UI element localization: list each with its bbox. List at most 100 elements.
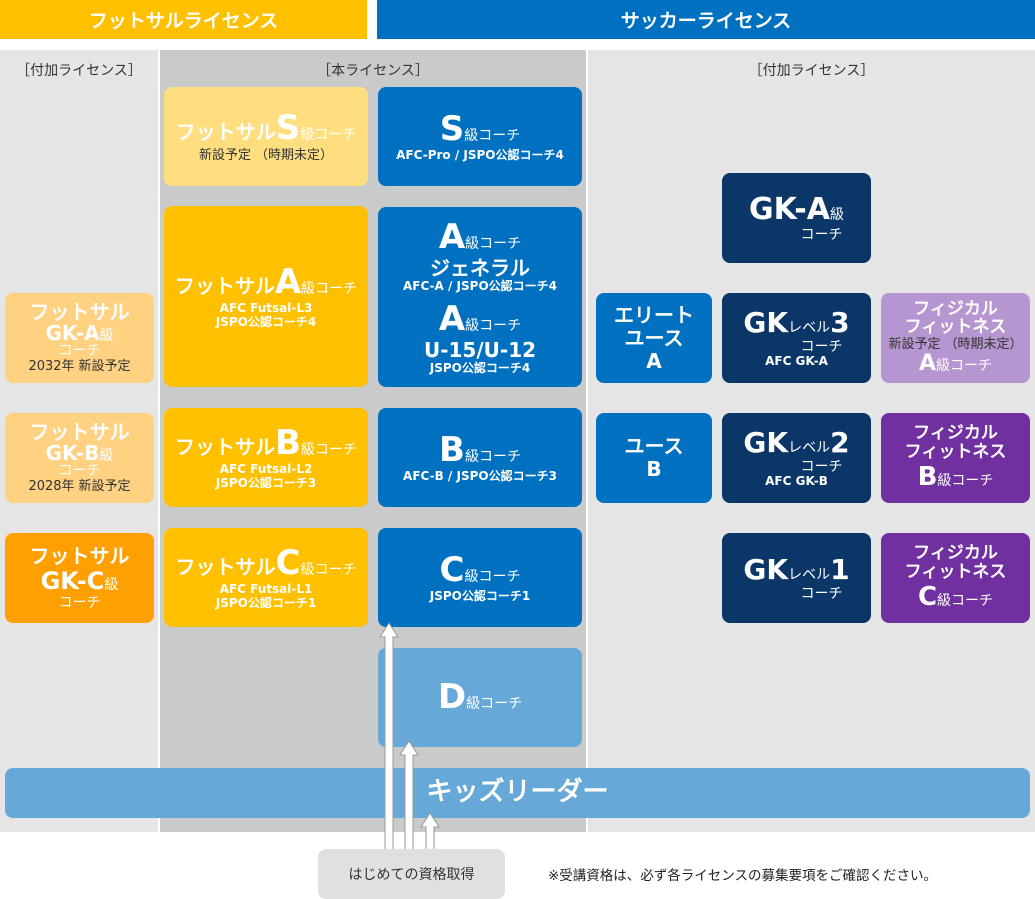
grade: C (439, 550, 465, 591)
label: 級 (99, 447, 114, 464)
equivalent: JSPO公認コーチ1 (215, 596, 317, 611)
equivalent: AFC GK-B (765, 474, 828, 489)
gk-level-2-coach[interactable]: GKレベル2 コーチ AFC GK-B (722, 413, 871, 503)
label: 級コーチ (936, 358, 993, 375)
grade: C (917, 581, 938, 612)
grade: S (275, 108, 301, 149)
label: 級コーチ (301, 281, 358, 298)
label: フィットネス (904, 442, 1007, 463)
grade: S (439, 109, 465, 150)
planned-note: 2032年新設予定 (28, 358, 131, 374)
d-coach[interactable]: D級コーチ (378, 648, 582, 747)
soccer-license-tab: サッカーライセンス (377, 0, 1035, 39)
label: 級コーチ (464, 449, 521, 466)
equivalent: AFC GK-A (765, 354, 828, 369)
b-coach[interactable]: B級コーチ AFC-B / JSPO公認コーチ3 (378, 408, 582, 507)
futsal-gk-c-coach[interactable]: フットサル GK-C級 コーチ (5, 533, 154, 623)
label: 級 (829, 206, 844, 223)
equivalent: JSPO公認コーチ4 (215, 315, 317, 330)
label: フィジカル (913, 422, 998, 443)
label: フットサル (29, 419, 130, 444)
label: ユース (624, 434, 684, 458)
label: フットサル (175, 435, 276, 460)
planned-note: 新設予定（時期未定） (198, 148, 334, 164)
c-coach[interactable]: C級コーチ JSPO公認コーチ1 (378, 528, 582, 627)
label: フィジカル (913, 298, 998, 319)
grade: A (274, 262, 302, 303)
arrow-up-icon (379, 622, 399, 851)
label: 級コーチ (465, 318, 522, 334)
column-header: ［本ライセンス］ (317, 63, 429, 79)
grade: B (646, 457, 662, 481)
label: レベル (788, 319, 831, 336)
label: コーチ (58, 462, 101, 479)
label: GK (743, 552, 789, 586)
label: フットサル (174, 274, 275, 299)
label: 級 (99, 327, 114, 344)
equivalent: AFC-Pro / JSPO公認コーチ4 (396, 148, 564, 163)
grade: B (275, 423, 301, 464)
label: レベル (788, 566, 831, 583)
label: 級コーチ (937, 472, 994, 489)
equivalent: AFC Futsal-L3 (219, 301, 313, 316)
equivalent: AFC Futsal-L2 (219, 462, 313, 477)
label: コーチ (800, 227, 843, 244)
label: 級コーチ (464, 569, 521, 586)
equivalent: AFC Futsal-L1 (219, 582, 313, 597)
grade: A (438, 299, 466, 339)
planned-note: 新設予定（時期未定） (888, 336, 1023, 352)
label: コーチ (800, 459, 843, 476)
label: フットサル (29, 543, 130, 568)
grade: GK-B (45, 440, 100, 465)
grade: 2 (830, 425, 850, 459)
grade: B (439, 430, 465, 471)
physical-fitness-c-coach[interactable]: フィジカルフィットネス C級コーチ (881, 533, 1030, 623)
grade: C (275, 543, 301, 584)
planned-note: 2028年新設予定 (28, 478, 131, 494)
kids-leader[interactable]: キッズリーダー (5, 768, 1030, 818)
label: GK (743, 425, 789, 459)
label: フットサル (175, 555, 276, 580)
label: 級コーチ (465, 236, 522, 253)
gk-level-1-coach[interactable]: GKレベル1 コーチ (722, 533, 871, 623)
arrow-up-icon (399, 740, 419, 851)
label: 級コーチ (300, 442, 357, 459)
label: コーチ (58, 342, 101, 359)
futsal-license-tab: フットサルライセンス (0, 0, 367, 39)
s-coach[interactable]: S級コーチ AFC-Pro / JSPO公認コーチ4 (378, 87, 582, 186)
eligibility-note: ※受講資格は、必ず各ライセンスの募集要項をご確認ください。 (548, 868, 938, 884)
equivalent: JSPO公認コーチ3 (215, 476, 317, 491)
grade: GK-A (749, 191, 830, 227)
gk-level-3-coach[interactable]: GKレベル3 コーチ AFC GK-A (722, 293, 871, 383)
label: フットサル (175, 120, 276, 145)
grade: B (917, 461, 938, 492)
gk-a-coach[interactable]: GK-A級 コーチ (722, 173, 871, 263)
physical-fitness-a-coach[interactable]: フィジカルフィットネス 新設予定（時期未定） A級コーチ (881, 293, 1030, 383)
equivalent: JSPO公認コーチ1 (429, 589, 531, 604)
first-qualification-button[interactable]: はじめての資格取得 (318, 849, 505, 899)
grade: 1 (830, 552, 850, 586)
physical-fitness-b-coach[interactable]: フィジカルフィットネス B級コーチ (881, 413, 1030, 503)
column-header: ［付加ライセンス］ (748, 63, 875, 79)
futsal-gk-b-coach[interactable]: フットサル GK-B級 コーチ 2028年新設予定 (5, 413, 154, 503)
futsal-gk-a-coach[interactable]: フットサル GK-A級 コーチ 2032年新設予定 (5, 293, 154, 383)
label: GK (743, 305, 789, 339)
label: 級コーチ (300, 127, 357, 144)
a-coach[interactable]: A級コーチ ジェネラル AFC-A / JSPO公認コーチ4 A級コーチ U-1… (378, 207, 582, 387)
label: 級コーチ (937, 592, 994, 609)
arrow-up-icon (420, 812, 440, 851)
futsal-s-coach[interactable]: フットサルS級コーチ 新設予定（時期未定） (164, 87, 368, 186)
label: コーチ (800, 586, 843, 603)
label: エリート (614, 302, 694, 327)
label: フィジカル (913, 542, 998, 563)
grade: A (646, 348, 662, 373)
equivalent: AFC-A / JSPO公認コーチ4 (402, 279, 558, 294)
column-header: ［付加ライセンス］ (16, 63, 142, 79)
label: フィットネス (904, 316, 1007, 337)
equivalent: AFC-B / JSPO公認コーチ3 (403, 469, 557, 484)
